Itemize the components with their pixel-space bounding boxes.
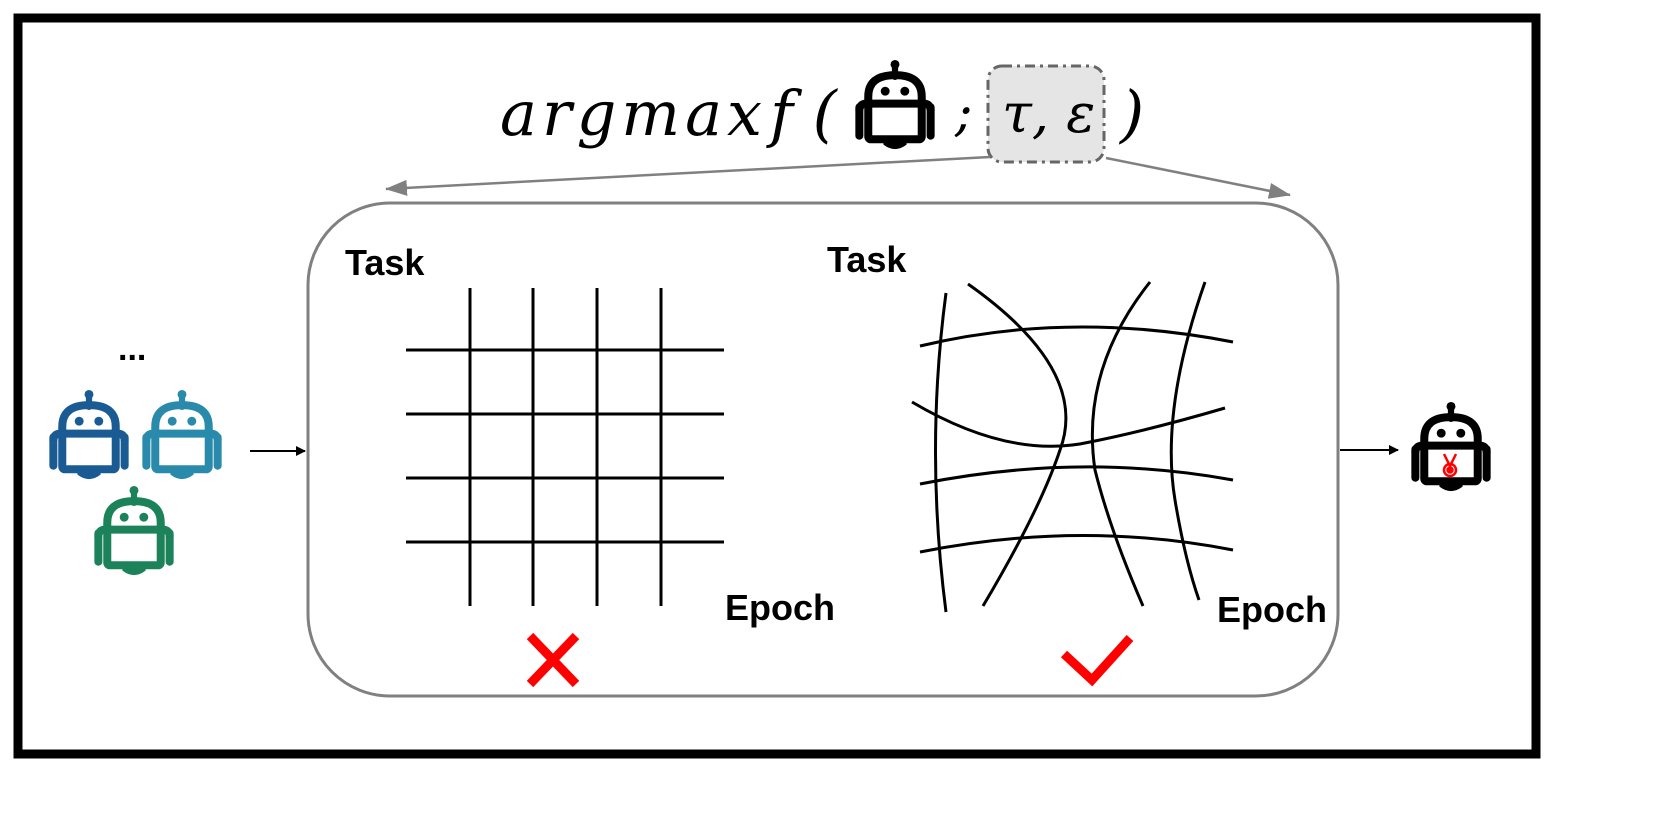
param-arrow-left (385, 155, 991, 196)
param-arrow-right (1105, 156, 1291, 199)
params-box (986, 64, 1106, 164)
outer-border (13, 13, 1541, 759)
medal-icon (1442, 453, 1458, 478)
argmax-label: argmax (500, 77, 767, 150)
robot-green-icon (98, 486, 169, 575)
candidate-robots: ... (53, 330, 217, 575)
params-label: τ, ε (1002, 82, 1095, 145)
function-open: f ( (766, 77, 839, 150)
robot-dark-blue-icon (53, 390, 124, 479)
warped-grid-plot: Task Epoch (827, 239, 1327, 687)
objective-formula: argmax f ( ; τ, ε ) (500, 60, 1144, 164)
warped-grid (911, 281, 1234, 613)
formula-robot-icon (859, 60, 930, 149)
left-task-label: Task (345, 242, 425, 283)
right-epoch-label: Epoch (1217, 589, 1327, 630)
schedule-panel (306, 201, 1340, 698)
candidates-ellipsis: ... (118, 330, 146, 368)
selected-robot-icon (1415, 402, 1486, 491)
check-icon (1060, 634, 1134, 687)
cross-icon (526, 632, 580, 688)
uniform-grid (406, 288, 724, 606)
function-close: ) (1118, 77, 1144, 150)
right-task-label: Task (827, 239, 907, 280)
selected-robot (1415, 402, 1486, 491)
robot-teal-icon (146, 390, 217, 479)
formula-separator: ; (954, 83, 973, 143)
left-epoch-label: Epoch (725, 587, 835, 628)
uniform-grid-plot: Task Epoch (345, 242, 835, 688)
